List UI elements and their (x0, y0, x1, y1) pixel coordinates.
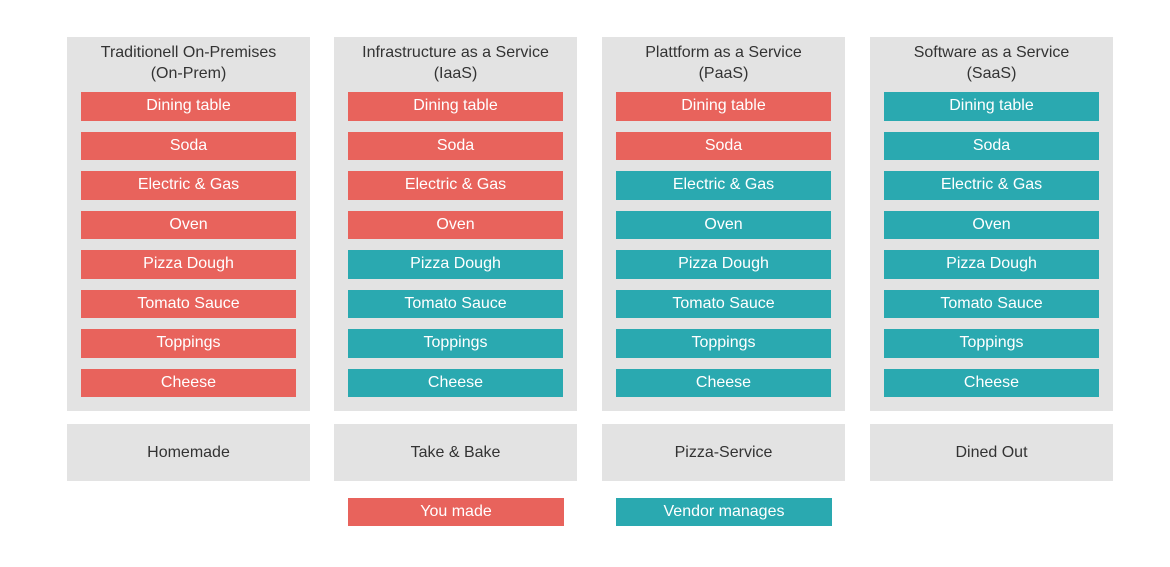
legend-vendor-manages: Vendor manages (616, 498, 832, 526)
item-electric-gas: Electric & Gas (348, 171, 563, 200)
item-toppings: Toppings (348, 329, 563, 358)
item-oven: Oven (616, 210, 831, 239)
item-electric-gas: Electric & Gas (81, 171, 296, 200)
footer-pizza-service: Pizza-Service (602, 424, 845, 481)
item-pizza-dough: Pizza Dough (616, 250, 831, 279)
column-title-line2: (On-Prem) (150, 65, 227, 82)
item-oven: Oven (81, 210, 296, 239)
item-toppings: Toppings (616, 329, 831, 358)
item-soda: Soda (616, 131, 831, 160)
item-cheese: Cheese (348, 368, 563, 397)
column-title-line2: (IaaS) (433, 65, 478, 82)
column-title: Infrastructure as a Service (IaaS) (334, 42, 577, 84)
column-title-line1: Plattform as a Service (645, 44, 802, 61)
item-toppings: Toppings (81, 329, 296, 358)
item-dining-table: Dining table (616, 92, 831, 121)
column-title-line2: (SaaS) (966, 65, 1017, 82)
item-cheese: Cheese (884, 368, 1099, 397)
item-soda: Soda (81, 131, 296, 160)
column-iaas: Infrastructure as a Service (IaaS) Dinin… (334, 37, 577, 411)
item-tomato-sauce: Tomato Sauce (348, 289, 563, 318)
item-pizza-dough: Pizza Dough (348, 250, 563, 279)
item-electric-gas: Electric & Gas (616, 171, 831, 200)
item-tomato-sauce: Tomato Sauce (81, 289, 296, 318)
item-pizza-dough: Pizza Dough (884, 250, 1099, 279)
item-cheese: Cheese (81, 368, 296, 397)
item-soda: Soda (348, 131, 563, 160)
column-saas: Software as a Service (SaaS) Dining tabl… (870, 37, 1113, 411)
column-title-line1: Traditionell On-Premises (100, 44, 277, 61)
footer-take-and-bake: Take & Bake (334, 424, 577, 481)
column-title: Traditionell On-Premises (On-Prem) (67, 42, 310, 84)
footer-homemade: Homemade (67, 424, 310, 481)
item-pizza-dough: Pizza Dough (81, 250, 296, 279)
item-tomato-sauce: Tomato Sauce (616, 289, 831, 318)
item-toppings: Toppings (884, 329, 1099, 358)
item-electric-gas: Electric & Gas (884, 171, 1099, 200)
column-paas: Plattform as a Service (PaaS) Dining tab… (602, 37, 845, 411)
item-tomato-sauce: Tomato Sauce (884, 289, 1099, 318)
item-dining-table: Dining table (348, 92, 563, 121)
column-on-prem: Traditionell On-Premises (On-Prem) Dinin… (67, 37, 310, 411)
footer-dined-out: Dined Out (870, 424, 1113, 481)
column-title: Software as a Service (SaaS) (870, 42, 1113, 84)
column-title-line2: (PaaS) (698, 65, 749, 82)
item-oven: Oven (884, 210, 1099, 239)
item-oven: Oven (348, 210, 563, 239)
column-title-line1: Software as a Service (913, 44, 1070, 61)
column-title: Plattform as a Service (PaaS) (602, 42, 845, 84)
item-dining-table: Dining table (81, 92, 296, 121)
legend-you-made: You made (348, 498, 564, 526)
item-soda: Soda (884, 131, 1099, 160)
item-dining-table: Dining table (884, 92, 1099, 121)
column-title-line1: Infrastructure as a Service (362, 44, 549, 61)
item-cheese: Cheese (616, 368, 831, 397)
